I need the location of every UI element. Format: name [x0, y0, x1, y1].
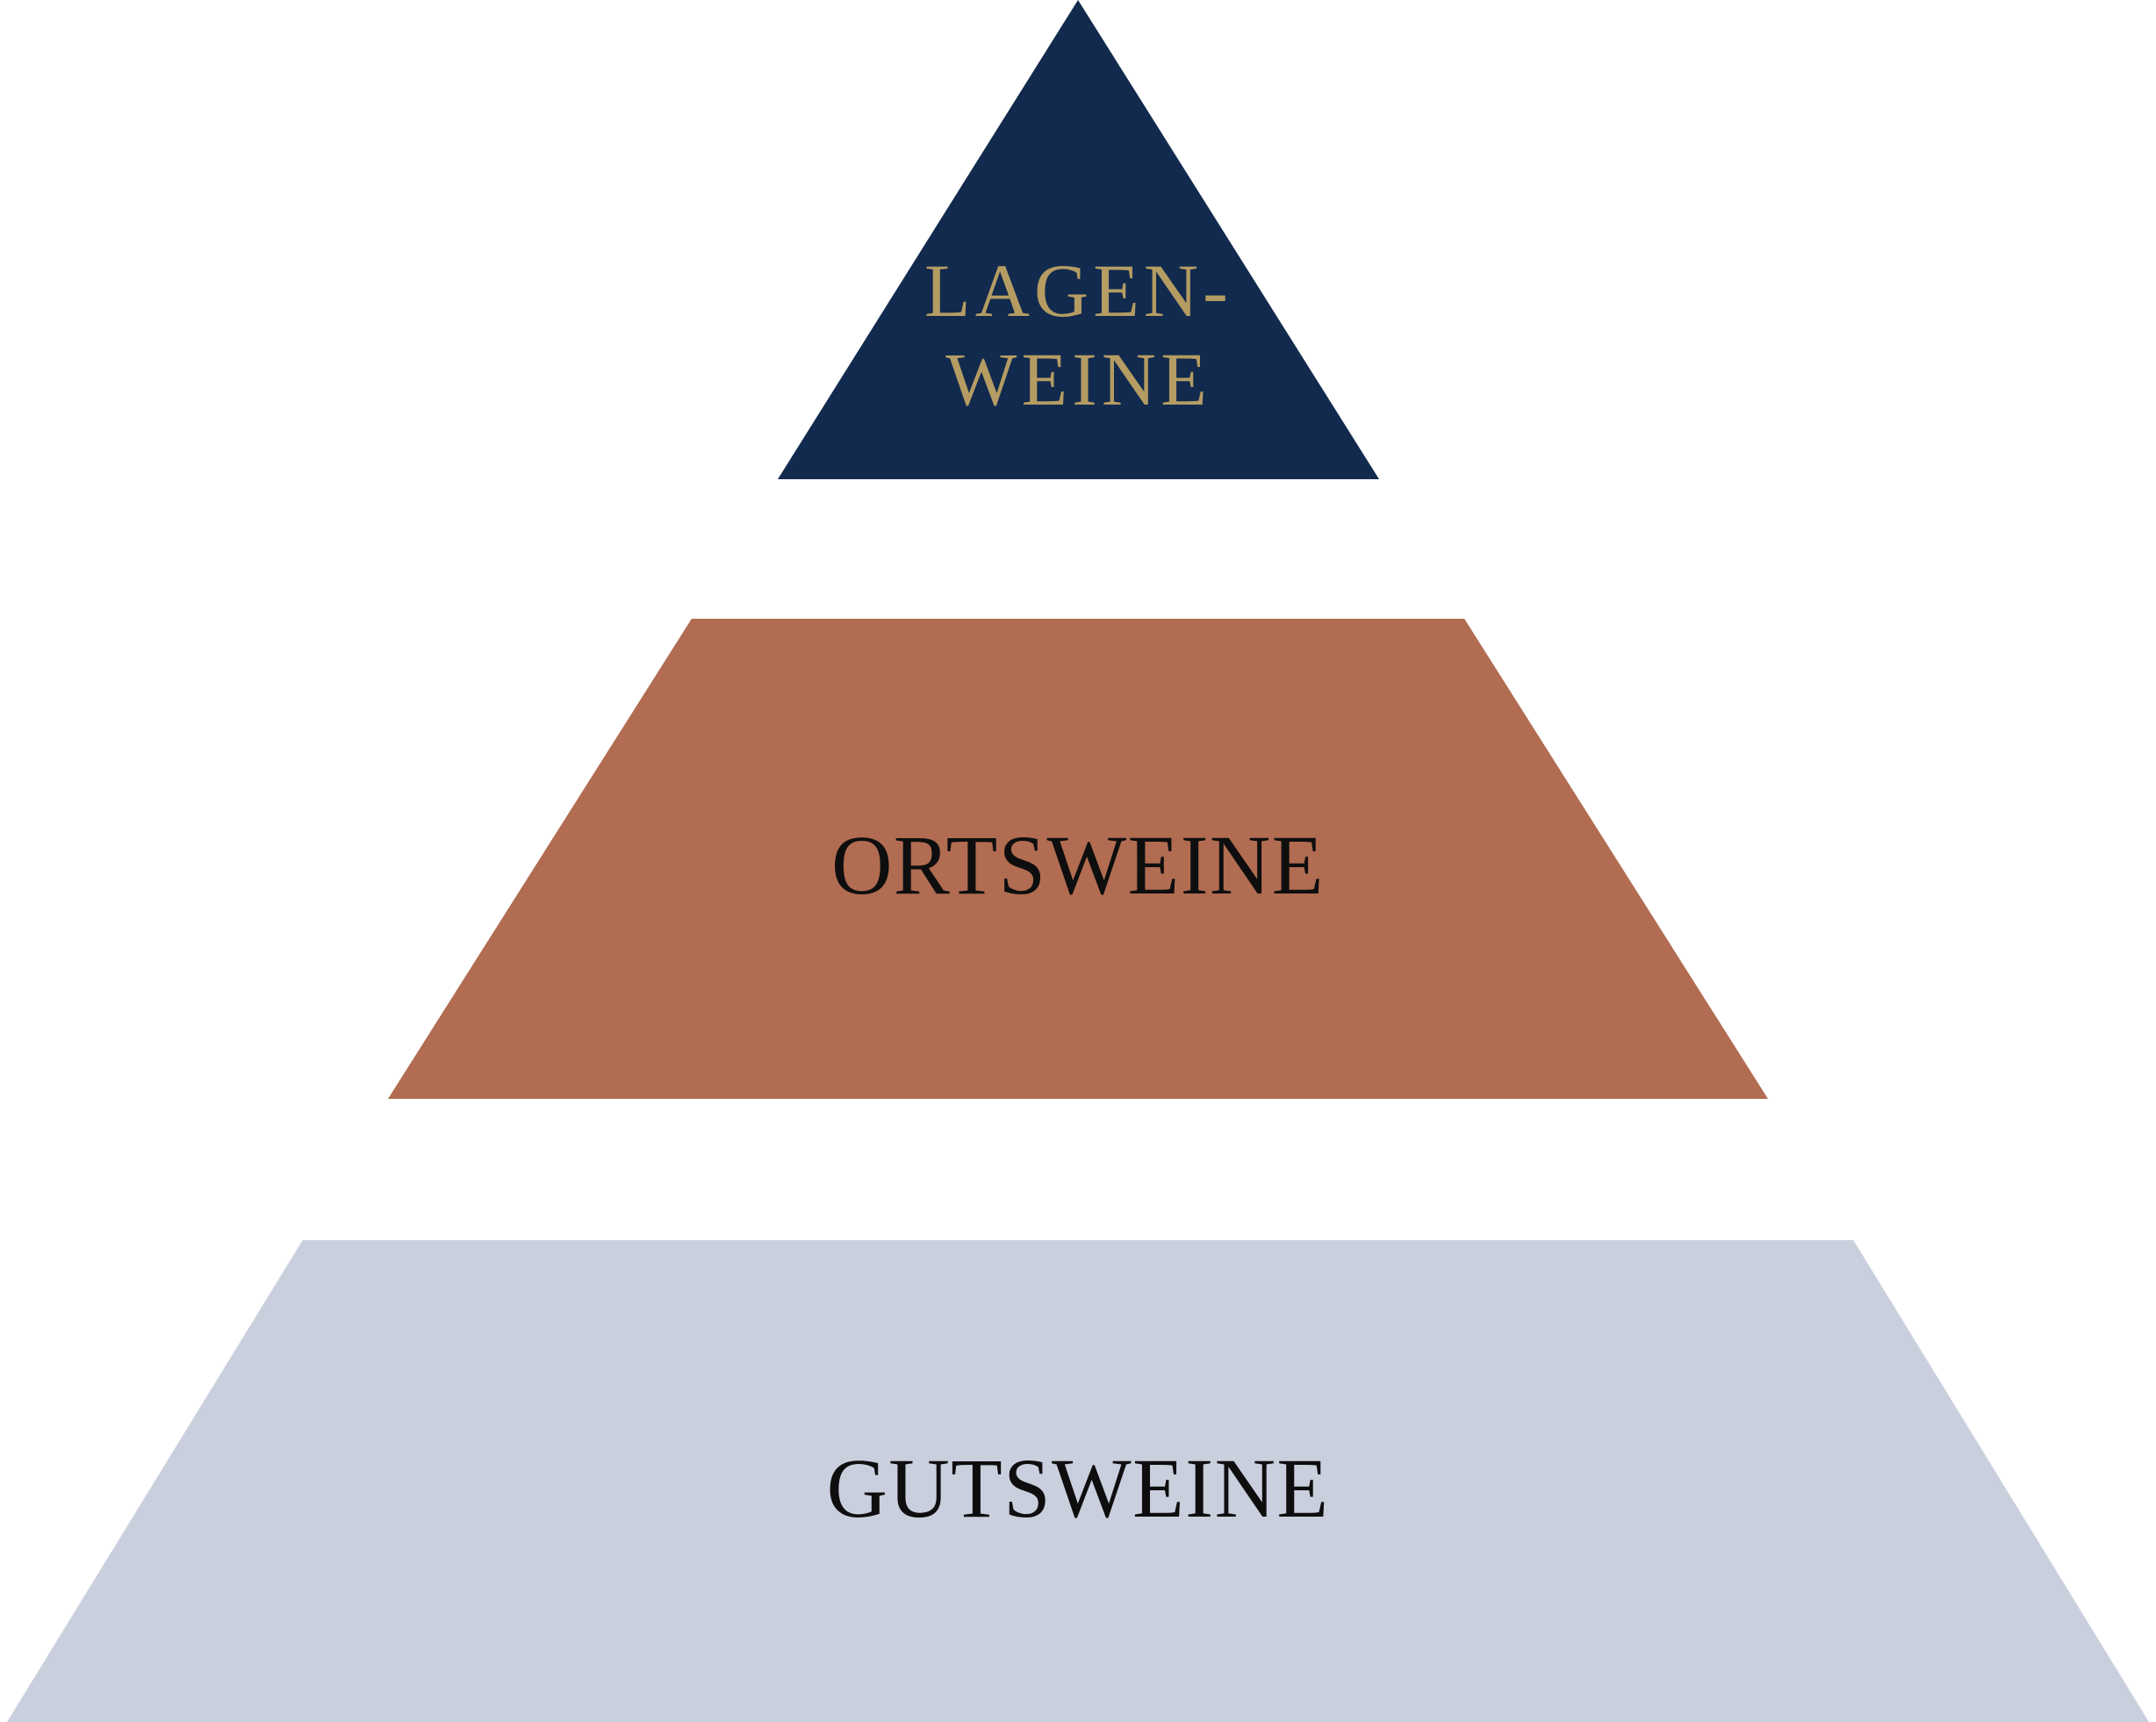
pyramid-tier-lagenweine: LAGEN-WEINE [778, 0, 1379, 479]
tier-label-lagenweine: LAGEN-WEINE [778, 247, 1379, 425]
tier-label-gutsweine: GUTSWEINE [826, 1441, 1330, 1535]
pyramid-tier-ortsweine: ORTSWEINE [388, 619, 1768, 1099]
pyramid-tier-gutsweine: GUTSWEINE [7, 1240, 2149, 1722]
tier-label-lagenweine-line2: WEINE [945, 337, 1211, 422]
tier-label-ortsweine: ORTSWEINE [831, 818, 1325, 912]
tier-label-lagenweine-line1: LAGEN- [924, 248, 1233, 333]
